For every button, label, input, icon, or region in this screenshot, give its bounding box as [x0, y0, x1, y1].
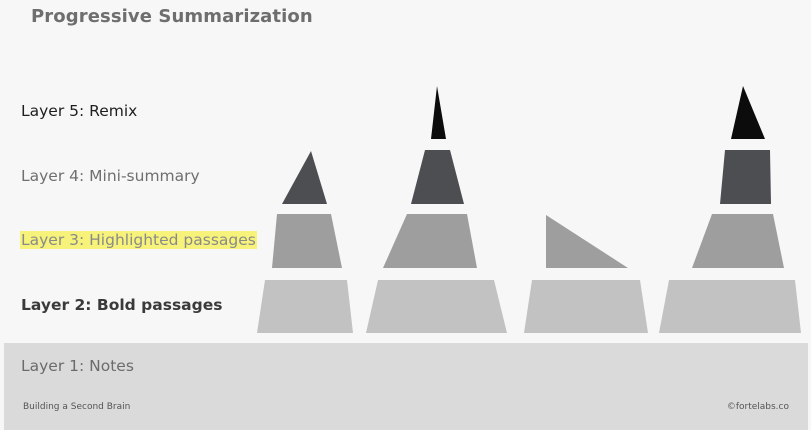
pyramid-1-layer-3: [272, 214, 342, 268]
pyramid-2-layer-4: [411, 150, 464, 204]
pyramid-4-layer-4: [720, 150, 771, 204]
pyramid-3-layer-2: [524, 280, 648, 333]
pyramid-3-layer-3: [546, 215, 628, 268]
footer-copyright: ©fortelabs.co: [726, 402, 789, 412]
pyramid-2-layer-2: [366, 280, 507, 333]
layer-2-label: Layer 2: Bold passages: [21, 296, 223, 314]
layer-5-label: Layer 5: Remix: [21, 102, 138, 120]
footer-course-name: Building a Second Brain: [23, 402, 131, 412]
pyramid-1-layer-4: [282, 151, 327, 204]
notes-layer-band: [4, 343, 808, 430]
pyramid-4-layer-2: [659, 280, 801, 333]
slide-title: Progressive Summarization: [31, 6, 313, 27]
layer-4-label: Layer 4: Mini-summary: [21, 167, 200, 185]
layer-1-label: Layer 1: Notes: [21, 357, 134, 375]
pyramid-2-layer-5: [431, 86, 446, 139]
pyramid-4-layer-3: [692, 214, 784, 268]
pyramid-4-layer-5: [731, 86, 765, 139]
layer-3-label: Layer 3: Highlighted passages: [20, 231, 257, 249]
pyramid-2-layer-3: [383, 214, 477, 268]
pyramid-1-layer-2: [257, 280, 353, 333]
